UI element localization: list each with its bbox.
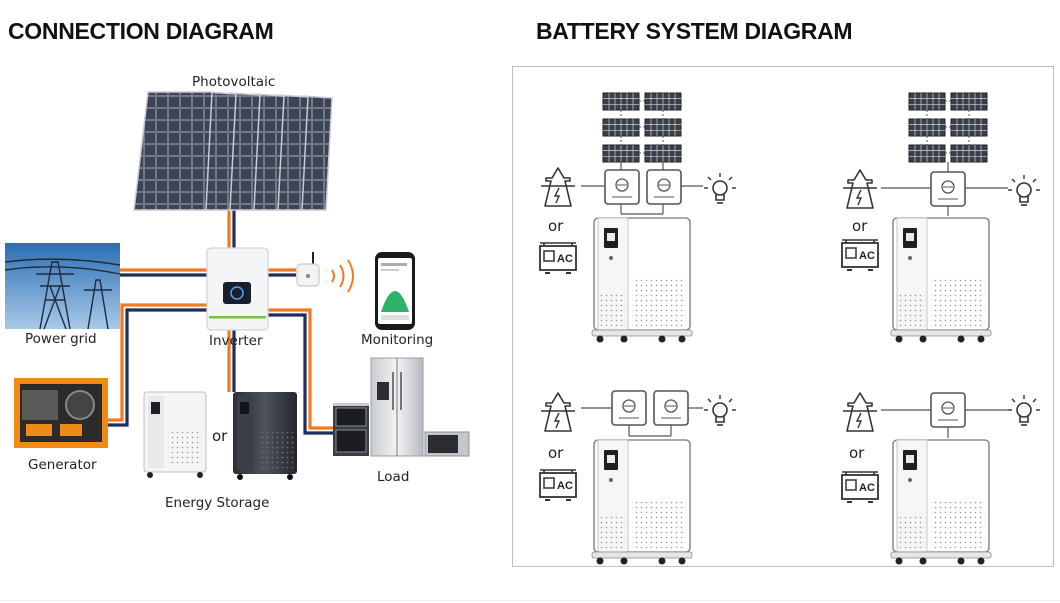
- wifi-dongle: [296, 252, 320, 287]
- connection-diagram-title: CONNECTION DIAGRAM: [8, 18, 274, 44]
- energy-storage-white: [143, 391, 207, 478]
- grid-or-generator-label: or: [548, 444, 564, 462]
- generator-label: Generator: [28, 457, 97, 473]
- energy-storage-label: Energy Storage: [165, 495, 270, 511]
- battery-system-bottom-right: [841, 392, 1041, 566]
- wireless-signal-icon: [331, 259, 354, 293]
- storage-or-label: or: [212, 427, 228, 445]
- generator-ac-badge: AC: [859, 482, 875, 494]
- generator-ac-badge: AC: [557, 253, 573, 265]
- inverter-label: Inverter: [209, 333, 263, 349]
- photovoltaic-label: Photovoltaic: [192, 74, 276, 90]
- battery-system-top-right: [841, 93, 1041, 344]
- battery-system-frame: [512, 66, 1054, 567]
- generator-ac-badge: AC: [859, 250, 875, 262]
- grid-or-generator-label: or: [852, 217, 868, 235]
- load-label: Load: [377, 469, 410, 485]
- power-grid-image: [4, 243, 121, 330]
- monitoring-phone: [375, 252, 415, 330]
- generator-image: [14, 378, 108, 448]
- photovoltaic-panels: [133, 91, 333, 211]
- energy-storage-dark: [233, 392, 297, 480]
- power-grid-label: Power grid: [25, 331, 97, 347]
- grid-or-generator-label: or: [548, 217, 564, 235]
- load-appliances: [333, 357, 470, 457]
- grid-or-generator-label: or: [849, 444, 865, 462]
- battery-system-top-left: [539, 93, 737, 344]
- battery-system-diagram-title: BATTERY SYSTEM DIAGRAM: [536, 18, 853, 44]
- monitoring-label: Monitoring: [361, 332, 434, 348]
- bottom-divider: [0, 600, 1060, 601]
- inverter-device: [206, 247, 269, 331]
- battery-system-bottom-left: [539, 390, 737, 566]
- cable-network: [108, 210, 333, 435]
- generator-ac-badge: AC: [557, 480, 573, 492]
